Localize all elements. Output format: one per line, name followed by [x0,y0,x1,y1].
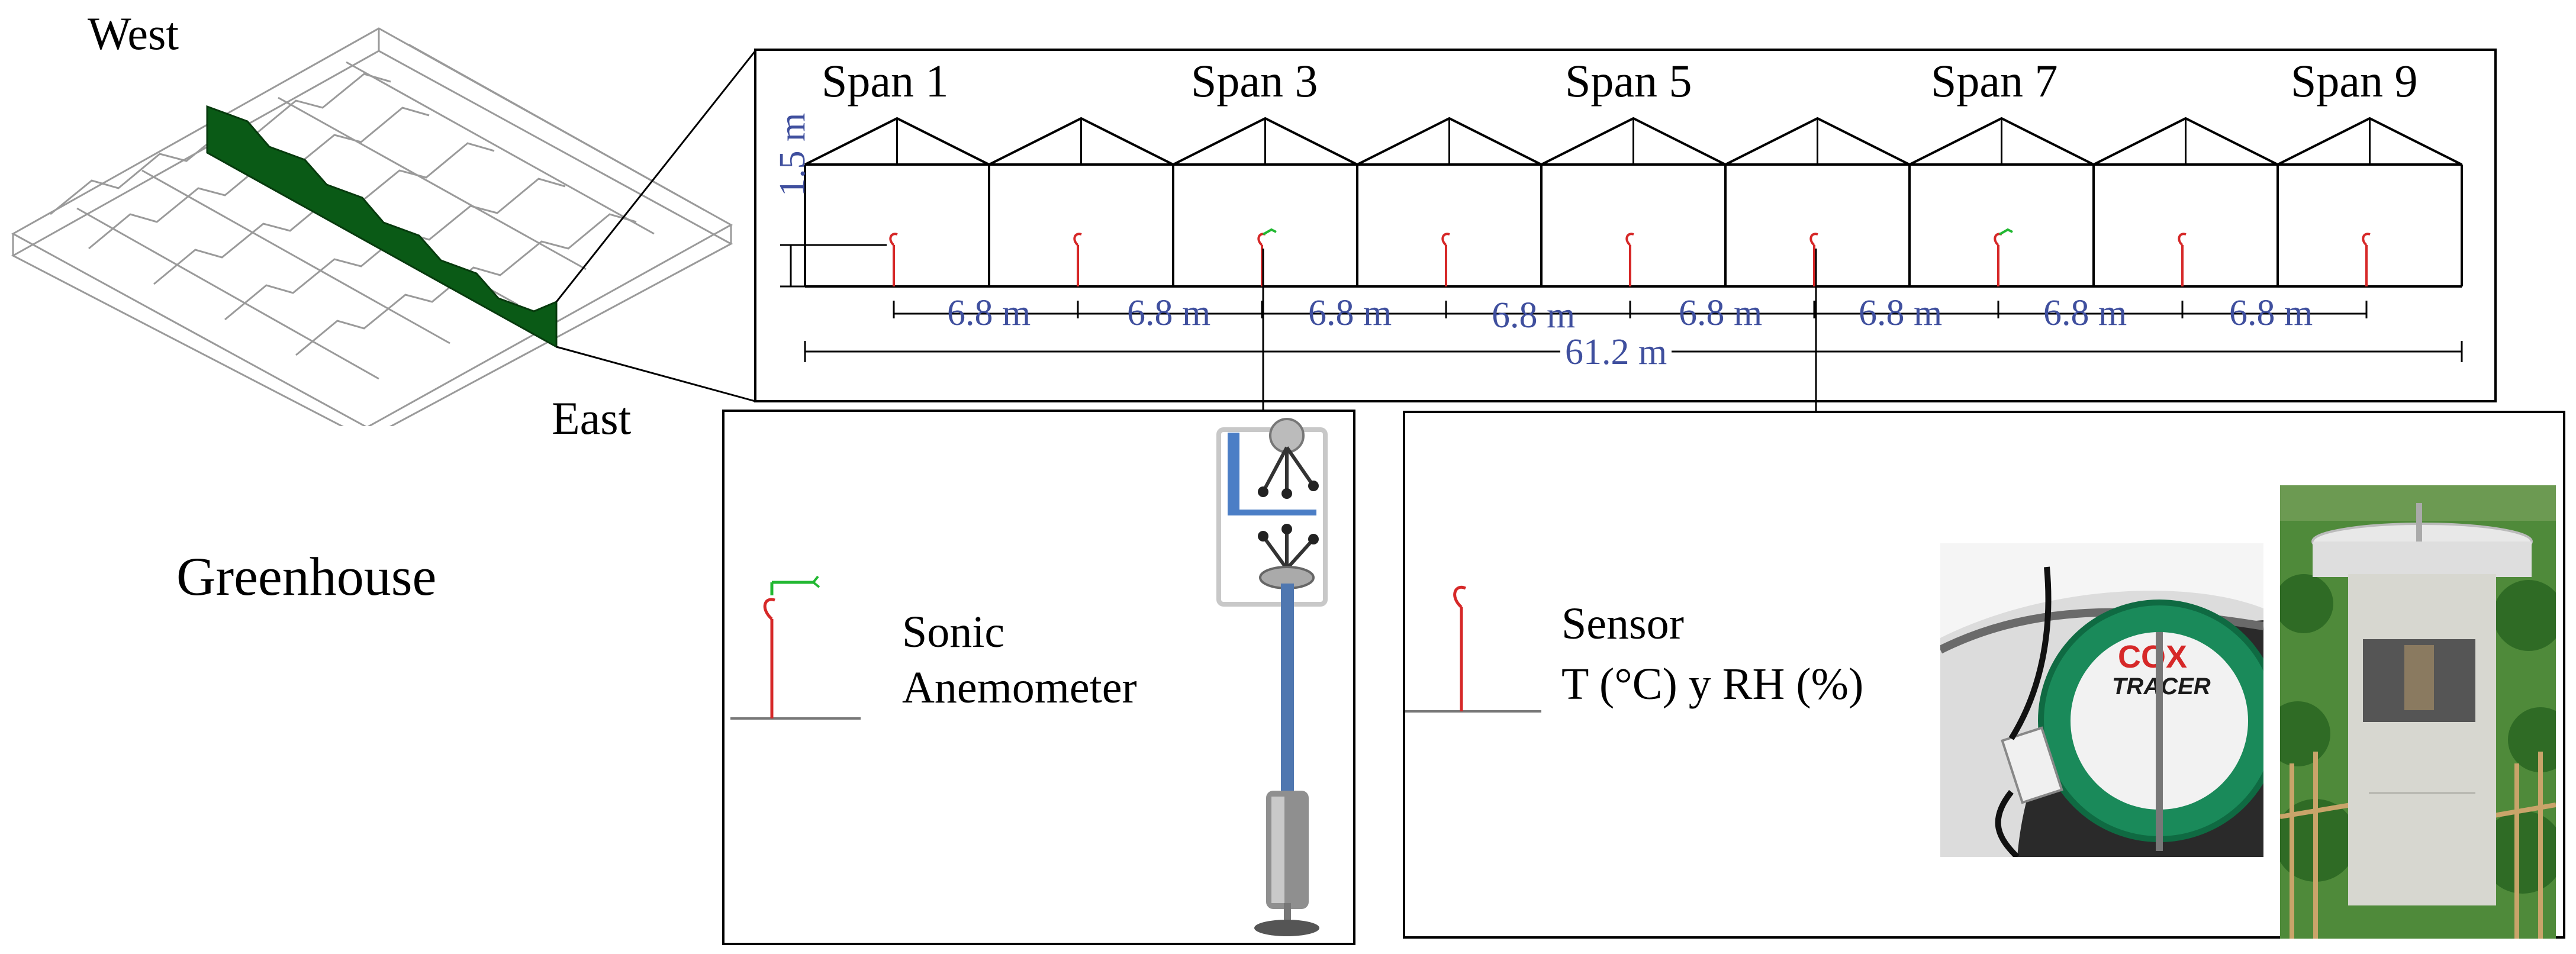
west-label: West [88,8,179,59]
radiation-shield-photo [2280,485,2556,939]
sonic-anemometer-photo [1216,418,1328,936]
sensor-label-line2: T (°C) y RH (%) [1561,659,1864,709]
zoom-line-top [555,50,756,302]
spacing-label-7: 6.8 m [2043,293,2127,333]
span-label-5: Span 5 [1565,55,1692,107]
height-label: 1.5 m [772,112,813,196]
sensor-head [1073,233,1082,246]
sensor-head [1994,233,2002,246]
logger-brand-text: COX [2118,639,2187,675]
greenhouse-cross-section [780,117,2463,362]
sensor-symbol [1405,585,1541,713]
spacing-label-6: 6.8 m [1859,293,1943,333]
sonic-legend-panel: Sonic Anemometer [722,410,1355,945]
sensor-legend-panel: Sensor T (°C) y RH (%) COX TRACER [1403,411,2565,939]
green-section-plane [206,105,558,349]
span-label-7: Span 7 [1931,55,2058,107]
greenhouse-3d-sketch [11,27,733,426]
span-label-1: Span 1 [822,55,949,107]
spacing-label-5: 6.8 m [1679,293,1763,333]
east-label: East [552,392,632,444]
sonic-label-line2: Anemometer [902,665,1137,710]
span-label-3: Span 3 [1191,55,1318,107]
greenhouse-title: Greenhouse [176,546,437,607]
sensor-head [2178,233,2187,246]
section-panel-frame [754,49,2497,402]
sensor-head [1441,233,1450,246]
spacing-label-1: 6.8 m [947,293,1031,333]
sensor-head [1809,233,1818,246]
sensor-head [2362,233,2371,246]
tracer-logger-photo: COX TRACER [1940,543,2263,857]
sensor-head [1625,233,1634,246]
sonic-symbol [730,575,861,720]
sensor-head [1257,233,1266,246]
total-length-label: 61.2 m [1560,334,1672,370]
sonic-head [1263,228,1277,236]
span-label-9: Span 9 [2291,55,2418,107]
spacing-label-8: 6.8 m [2229,293,2313,333]
sensor-label-line1: Sensor [1561,599,1684,649]
spacing-label-4: 6.8 m [1492,295,1576,336]
sensor-head [889,233,898,246]
sonic-head [1999,228,2013,236]
sonic-label-line1: Sonic [902,607,1005,657]
zoom-line-bottom [556,346,756,402]
spacing-label-3: 6.8 m [1308,293,1392,333]
spacing-label-2: 6.8 m [1127,293,1211,333]
